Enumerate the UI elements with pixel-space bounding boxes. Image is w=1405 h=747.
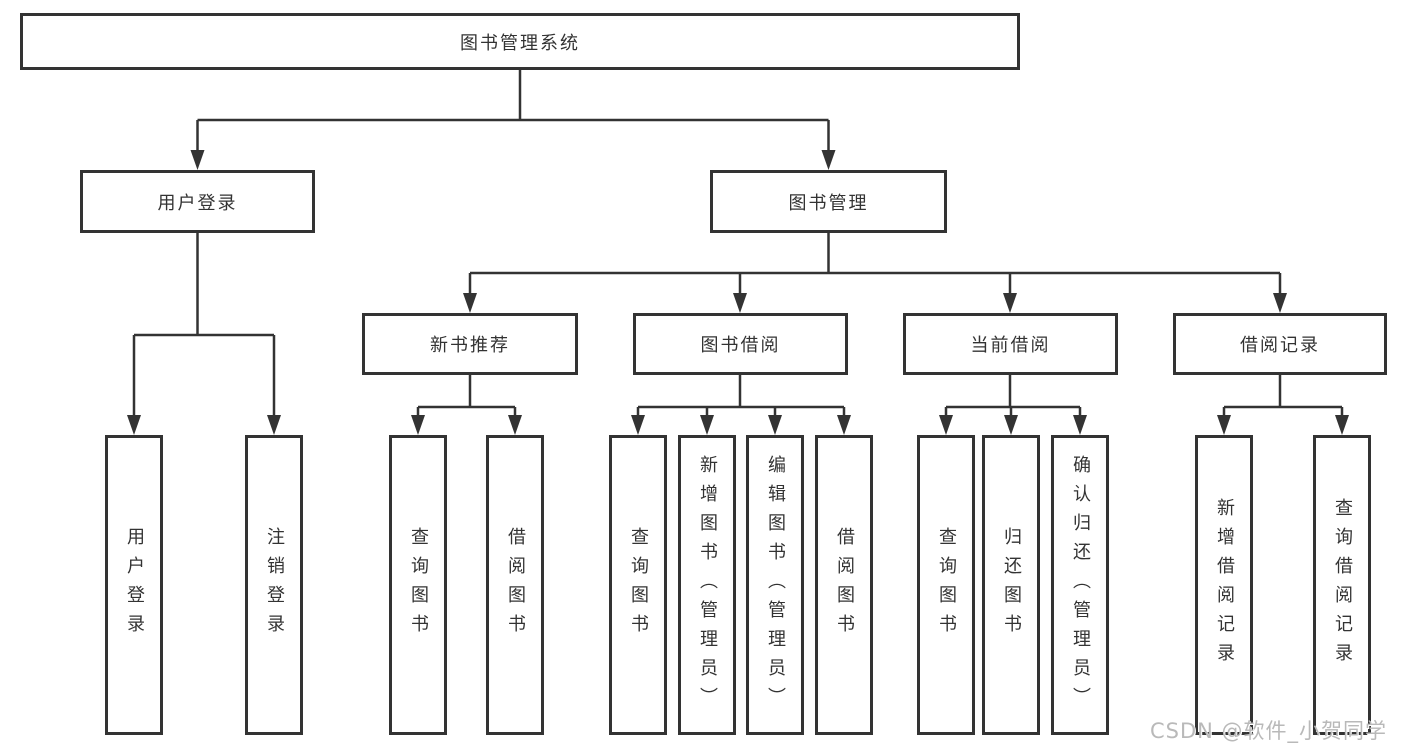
node-book-management-label: 图书管理 (788, 192, 869, 214)
leaf-query-books-2: 查询图书 (609, 435, 667, 735)
node-new-book-recommend: 新书推荐 (362, 313, 578, 375)
leaf-return-books: 归还图书 (982, 435, 1040, 735)
connector-current-borrow-to-leaves (939, 375, 1087, 435)
node-book-management: 图书管理 (710, 170, 947, 233)
leaf-logout: 注销登录 (245, 435, 303, 735)
leaf-borrow-books-1-label: 借阅图书 (505, 527, 526, 643)
leaf-add-books-admin: 新增图书（管理员） (678, 435, 736, 735)
leaf-query-books-1-label: 查询图书 (408, 527, 429, 643)
leaf-query-books-3: 查询图书 (917, 435, 975, 735)
leaf-edit-books-admin-label: 编辑图书（管理员） (765, 454, 786, 716)
leaf-query-books-2-label: 查询图书 (628, 527, 649, 643)
node-user-login: 用户登录 (80, 170, 315, 233)
leaf-add-borrow-record: 新增借阅记录 (1195, 435, 1253, 735)
leaf-borrow-books-1: 借阅图书 (486, 435, 544, 735)
leaf-edit-books-admin: 编辑图书（管理员） (746, 435, 804, 735)
leaf-confirm-return-admin: 确认归还（管理员） (1051, 435, 1109, 735)
connector-root-to-level2 (190, 70, 836, 170)
csdn-watermark: CSDN @软件_小贺同学 (1150, 719, 1388, 743)
leaf-borrow-books-2: 借阅图书 (815, 435, 873, 735)
connector-book-management-to-level3 (463, 233, 1287, 313)
connector-book-borrow-to-leaves (631, 375, 851, 435)
leaf-confirm-return-admin-label: 确认归还（管理员） (1070, 454, 1091, 716)
node-root: 图书管理系统 (20, 13, 1020, 70)
leaf-query-borrow-record: 查询借阅记录 (1313, 435, 1371, 735)
leaf-user-login: 用户登录 (105, 435, 163, 735)
node-current-borrow: 当前借阅 (903, 313, 1118, 375)
leaf-borrow-books-2-label: 借阅图书 (834, 527, 855, 643)
connector-borrow-records-to-leaves (1217, 375, 1349, 435)
leaf-query-books-1: 查询图书 (389, 435, 447, 735)
node-current-borrow-label: 当前借阅 (970, 335, 1051, 356)
leaf-add-borrow-record-label: 新增借阅记录 (1214, 498, 1235, 672)
leaf-add-books-admin-label: 新增图书（管理员） (697, 454, 718, 716)
connector-user-login-to-leaves (127, 233, 281, 435)
leaf-query-books-3-label: 查询图书 (936, 527, 957, 643)
node-user-login-label: 用户登录 (157, 192, 238, 214)
node-book-borrow: 图书借阅 (633, 313, 848, 375)
leaf-user-login-label: 用户登录 (124, 527, 145, 643)
leaf-return-books-label: 归还图书 (1001, 527, 1022, 643)
node-borrow-records: 借阅记录 (1173, 313, 1387, 375)
node-borrow-records-label: 借阅记录 (1240, 335, 1320, 356)
leaf-query-borrow-record-label: 查询借阅记录 (1332, 498, 1353, 672)
connector-new-book-recommend-to-leaves (411, 375, 522, 435)
node-root-label: 图书管理系统 (460, 32, 580, 54)
node-new-book-recommend-label: 新书推荐 (430, 335, 510, 356)
node-book-borrow-label: 图书借阅 (700, 335, 781, 356)
leaf-logout-label: 注销登录 (264, 527, 285, 643)
